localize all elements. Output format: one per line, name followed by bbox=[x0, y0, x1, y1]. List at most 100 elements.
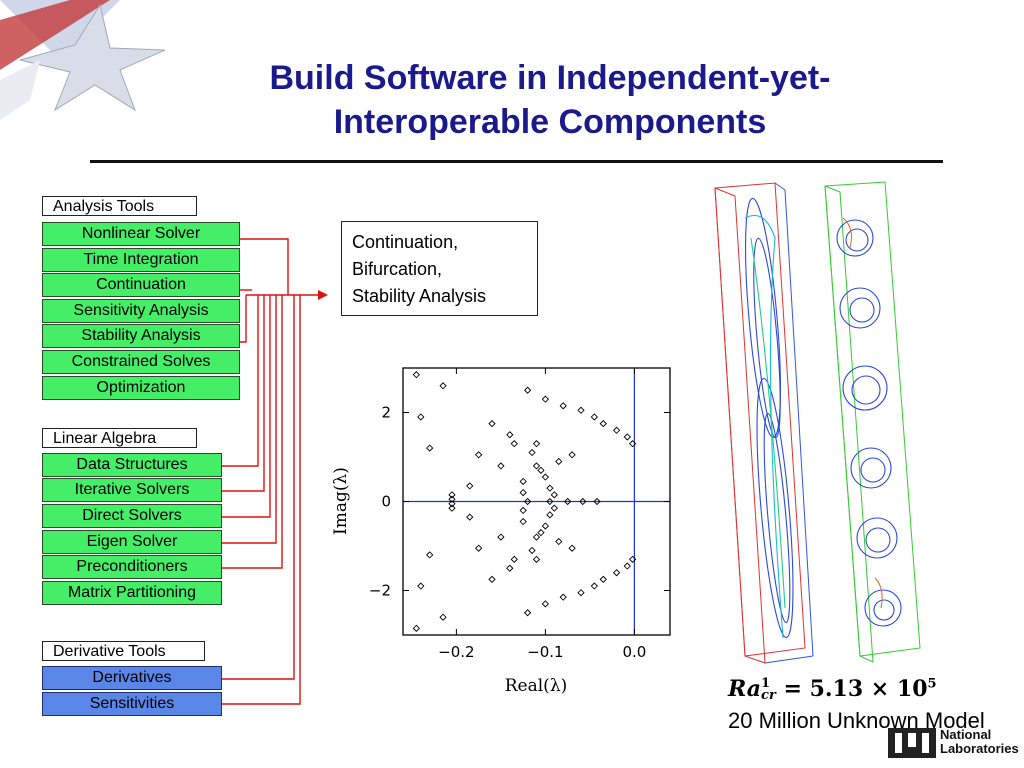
derivative-tools-label: Derivative Tools bbox=[42, 641, 205, 661]
eigenvalue-point bbox=[448, 504, 456, 512]
component-constrained-solves: Constrained Solves bbox=[42, 350, 240, 374]
eigenvalue-point bbox=[590, 413, 598, 421]
eigenvalue-plot: −0.2 −0.1 0.0 2 0 −2 Real(λ) Imag(λ) bbox=[331, 367, 671, 696]
component-preconditioners: Preconditioners bbox=[42, 555, 222, 579]
eigenvalue-point bbox=[519, 506, 527, 515]
eigenvalue-point bbox=[528, 448, 536, 457]
x-tick-label-0: −0.2 bbox=[438, 643, 474, 661]
eigenvalue-point bbox=[559, 402, 567, 410]
eigenvalue-point bbox=[546, 511, 554, 519]
component-continuation: Continuation bbox=[42, 273, 240, 297]
eigenvalue-point bbox=[412, 624, 420, 632]
eigenvalue-point bbox=[541, 600, 550, 608]
eigenvalue-point bbox=[448, 491, 456, 499]
formula-rest: = 5.13 × 10 bbox=[775, 676, 928, 702]
eigenvalue-point bbox=[559, 593, 567, 601]
page-title: Build Software in Independent-yet- Inter… bbox=[140, 56, 960, 144]
formula-sub: cr bbox=[761, 688, 776, 703]
eigenvalue-point bbox=[628, 440, 637, 448]
eigenvalue-point bbox=[466, 482, 474, 490]
y-tick-label-2: −2 bbox=[369, 582, 391, 600]
target-line-1: Continuation, bbox=[352, 232, 459, 252]
eigenvalue-point bbox=[532, 440, 541, 448]
eigenvalue-point bbox=[519, 488, 527, 497]
component-sensitivities: Sensitivities bbox=[42, 692, 222, 716]
target-line-2: Bifurcation, bbox=[352, 259, 443, 279]
convection-flow-visualization bbox=[714, 181, 921, 664]
eigenvalue-point bbox=[599, 575, 607, 584]
continuation-bifurcation-box: Continuation, Bifurcation, Stability Ana… bbox=[341, 221, 538, 316]
eigenvalue-point bbox=[623, 562, 631, 570]
component-direct-solvers: Direct Solvers bbox=[42, 504, 222, 528]
eigenvalue-point bbox=[541, 522, 550, 530]
eigenvalue-point bbox=[546, 497, 554, 506]
title-divider bbox=[90, 160, 943, 163]
eigenvalue-point bbox=[497, 462, 505, 470]
eigenvalue-point bbox=[599, 419, 607, 428]
eigenvalue-point bbox=[488, 419, 496, 428]
eigenvalue-point bbox=[532, 555, 541, 563]
eigenvalue-point bbox=[555, 537, 563, 546]
y-tick-label-1: 0 bbox=[381, 493, 391, 511]
eigenvalue-point bbox=[439, 382, 447, 390]
eigenvalue-point bbox=[532, 462, 541, 470]
eigenvalue-point bbox=[510, 440, 518, 448]
eigenvalue-point bbox=[623, 433, 631, 441]
title-line-2: Interoperable Components bbox=[333, 103, 767, 141]
eigenvalue-point bbox=[519, 477, 527, 486]
eigenvalue-point bbox=[417, 582, 425, 590]
component-eigen-solver: Eigen Solver bbox=[42, 530, 222, 554]
x-tick-label-2: 0.0 bbox=[622, 643, 646, 661]
component-stability-analysis: Stability Analysis bbox=[42, 324, 240, 348]
lab-logo-text: National Laboratories bbox=[940, 728, 1019, 756]
eigenvalue-point bbox=[541, 395, 550, 403]
eigenvalue-point bbox=[523, 497, 532, 506]
logo-line-2: Laboratories bbox=[940, 741, 1019, 756]
eigenvalue-point bbox=[475, 451, 483, 459]
model-size-caption: 20 Million Unknown Model bbox=[728, 708, 985, 733]
thunderbird-logo-icon bbox=[888, 728, 936, 758]
eigenvalue-point bbox=[426, 551, 434, 559]
eigenvalue-point bbox=[537, 529, 545, 537]
eigenvalue-point bbox=[466, 513, 474, 521]
eigenvalue-point bbox=[577, 406, 585, 414]
eigenvalue-point bbox=[564, 497, 572, 506]
eigenvalue-point bbox=[577, 589, 585, 597]
eigenvalue-point bbox=[550, 504, 558, 512]
title-line-1: Build Software in Independent-yet- bbox=[269, 59, 831, 97]
eigenvalue-point bbox=[448, 500, 456, 508]
eigenvalue-point bbox=[568, 544, 576, 552]
component-optimization: Optimization bbox=[42, 376, 240, 400]
component-data-structures: Data Structures bbox=[42, 453, 222, 477]
eigenvalue-point bbox=[417, 413, 425, 421]
eigenvalue-point bbox=[519, 517, 527, 526]
component-matrix-partitioning: Matrix Partitioning bbox=[42, 581, 222, 605]
eigenvalue-point bbox=[612, 426, 621, 434]
y-axis-label: Imag(λ) bbox=[331, 467, 351, 535]
eigenvalue-point bbox=[497, 533, 505, 541]
analysis-tools-label: Analysis Tools bbox=[42, 196, 197, 216]
eigenvalue-point bbox=[475, 544, 483, 552]
eigenvalue-point bbox=[426, 444, 434, 452]
eigenvalue-point bbox=[510, 555, 518, 563]
linear-algebra-label: Linear Algebra bbox=[42, 428, 197, 448]
x-axis-label: Real(λ) bbox=[505, 676, 567, 696]
eigenvalue-point bbox=[568, 451, 576, 459]
eigenvalue-point bbox=[541, 473, 550, 481]
eigenvalue-point bbox=[506, 431, 514, 439]
eigenvalue-point bbox=[537, 466, 545, 474]
eigenvalue-point bbox=[506, 564, 514, 572]
eigenvalue-point bbox=[546, 484, 554, 492]
eigenvalue-point bbox=[532, 533, 541, 541]
eigenvalue-point bbox=[612, 569, 621, 577]
eigenvalue-point bbox=[550, 491, 558, 499]
formula-sup: 1 bbox=[761, 676, 771, 691]
eigenvalue-point bbox=[590, 582, 598, 590]
formula-exp: 5 bbox=[927, 676, 937, 692]
eigenvalue-point bbox=[555, 457, 563, 466]
y-tick-label-0: 2 bbox=[381, 404, 391, 422]
x-tick-label-1: −0.1 bbox=[527, 643, 563, 661]
logo-line-1: National bbox=[940, 727, 992, 742]
